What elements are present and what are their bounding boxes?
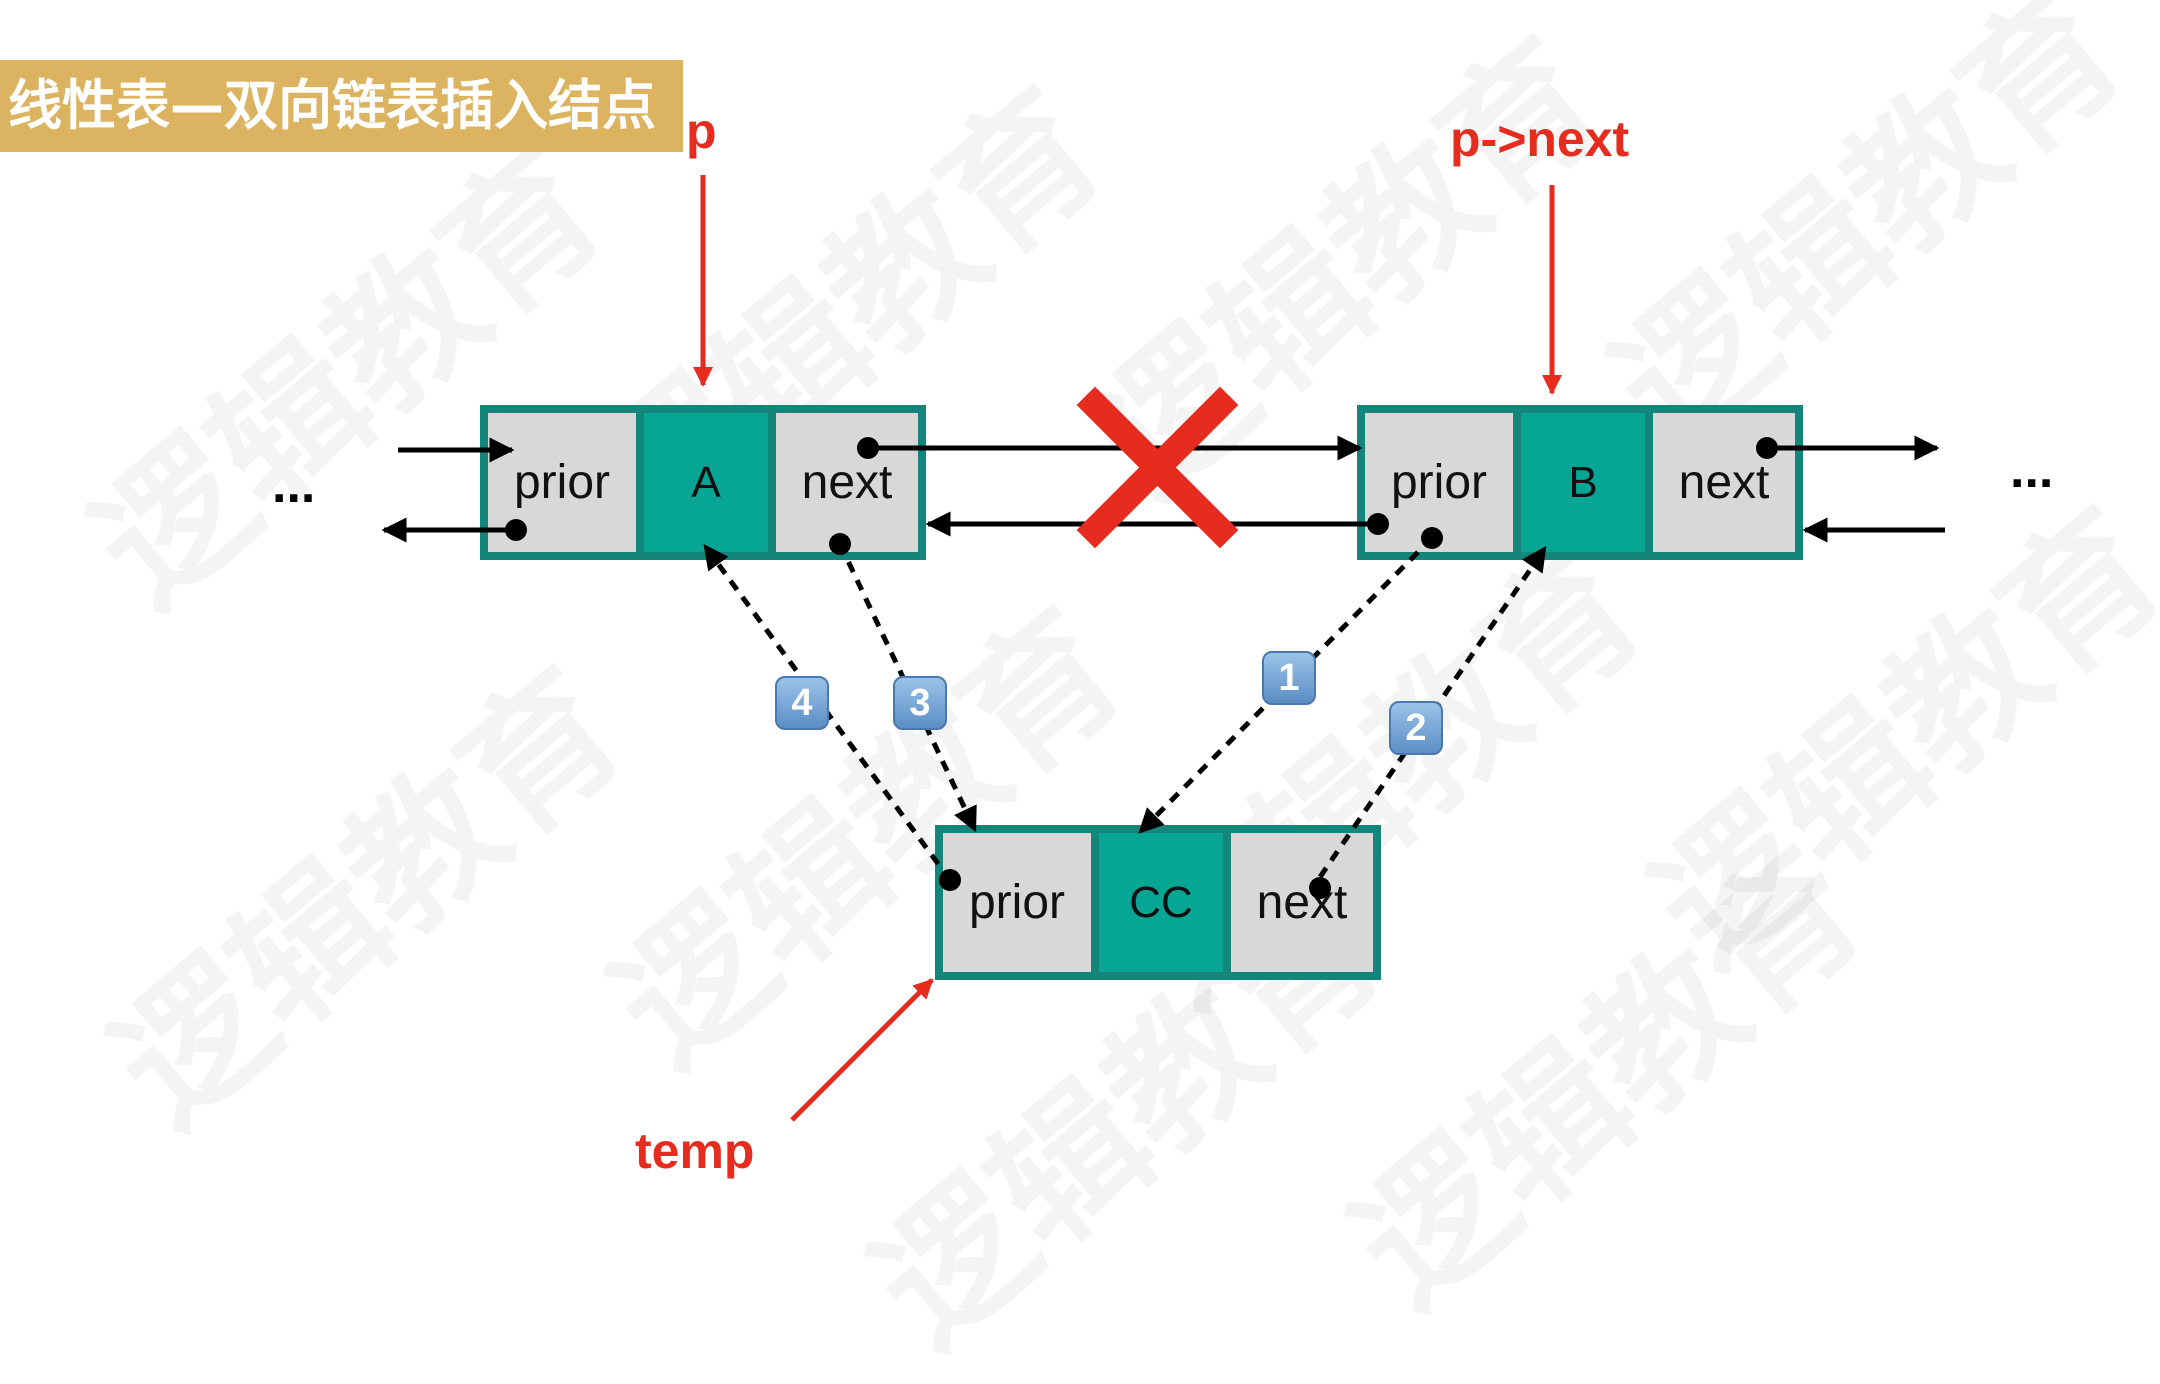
- pointer-label-p: p: [686, 103, 717, 159]
- node-cc: prior CC next: [935, 825, 1381, 980]
- node-a: prior A next: [480, 405, 926, 560]
- node-cc-prior: prior: [943, 833, 1091, 972]
- step-2-badge: 2: [1389, 701, 1443, 755]
- step-3-arrow: [837, 542, 978, 833]
- pointer-label-temp: temp: [635, 1123, 755, 1179]
- step-2-dot: [1309, 877, 1331, 899]
- pointer-temp-arrow: [790, 978, 934, 1122]
- node-a-value: A: [644, 413, 768, 552]
- pointer-label-p-next: p->next: [1450, 111, 1630, 167]
- broken-link-cross-icon: [1076, 386, 1239, 549]
- node-b-value: B: [1521, 413, 1645, 552]
- step-2-arrow: [1317, 545, 1548, 879]
- step-4-dot: [939, 869, 961, 891]
- ellipsis-right: ...: [2010, 441, 2054, 499]
- step-1-dot: [1421, 527, 1443, 549]
- step-1-badge: 1: [1262, 651, 1316, 705]
- step-3-dot: [829, 533, 851, 555]
- node-cc-next: next: [1231, 833, 1373, 972]
- a-prior-dot: [505, 519, 527, 541]
- slide-title: 线性表—双向链表插入结点: [0, 60, 683, 152]
- step-3-badge: 3: [893, 676, 947, 730]
- ellipsis-left: ...: [272, 456, 316, 514]
- node-b-next: next: [1653, 413, 1795, 552]
- b-prior-dot: [1367, 513, 1389, 535]
- node-cc-value: CC: [1099, 833, 1223, 972]
- a-next-dot: [857, 437, 879, 459]
- step-4-badge: 4: [775, 676, 829, 730]
- b-next-dot: [1756, 437, 1778, 459]
- node-a-next: next: [776, 413, 918, 552]
- pointer-arrows: [381, 175, 1945, 1122]
- node-b-prior: prior: [1365, 413, 1513, 552]
